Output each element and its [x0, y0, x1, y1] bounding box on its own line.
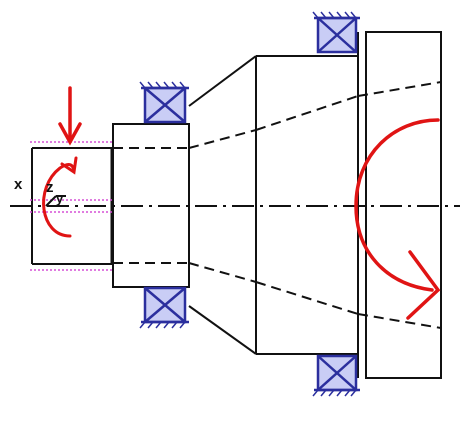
bearing-right-top: [312, 11, 360, 54]
conical-section: [188, 55, 257, 355]
bearing-left-top: [139, 81, 189, 124]
output-torque-arrow-icon: [354, 118, 441, 320]
bearing-left-bottom: [139, 286, 189, 329]
radial-force-arrow-icon: [58, 86, 82, 146]
flange-disk: [357, 31, 442, 379]
coordinate-axes: [45, 195, 66, 207]
bearing-right-bottom: [312, 354, 360, 397]
shaft-section-large: [255, 55, 359, 355]
input-torque-arrow-icon: [42, 156, 78, 238]
x-axis-label: x: [14, 176, 23, 193]
y-axis-label: y: [56, 191, 64, 206]
z-axis-label: z: [46, 179, 54, 196]
